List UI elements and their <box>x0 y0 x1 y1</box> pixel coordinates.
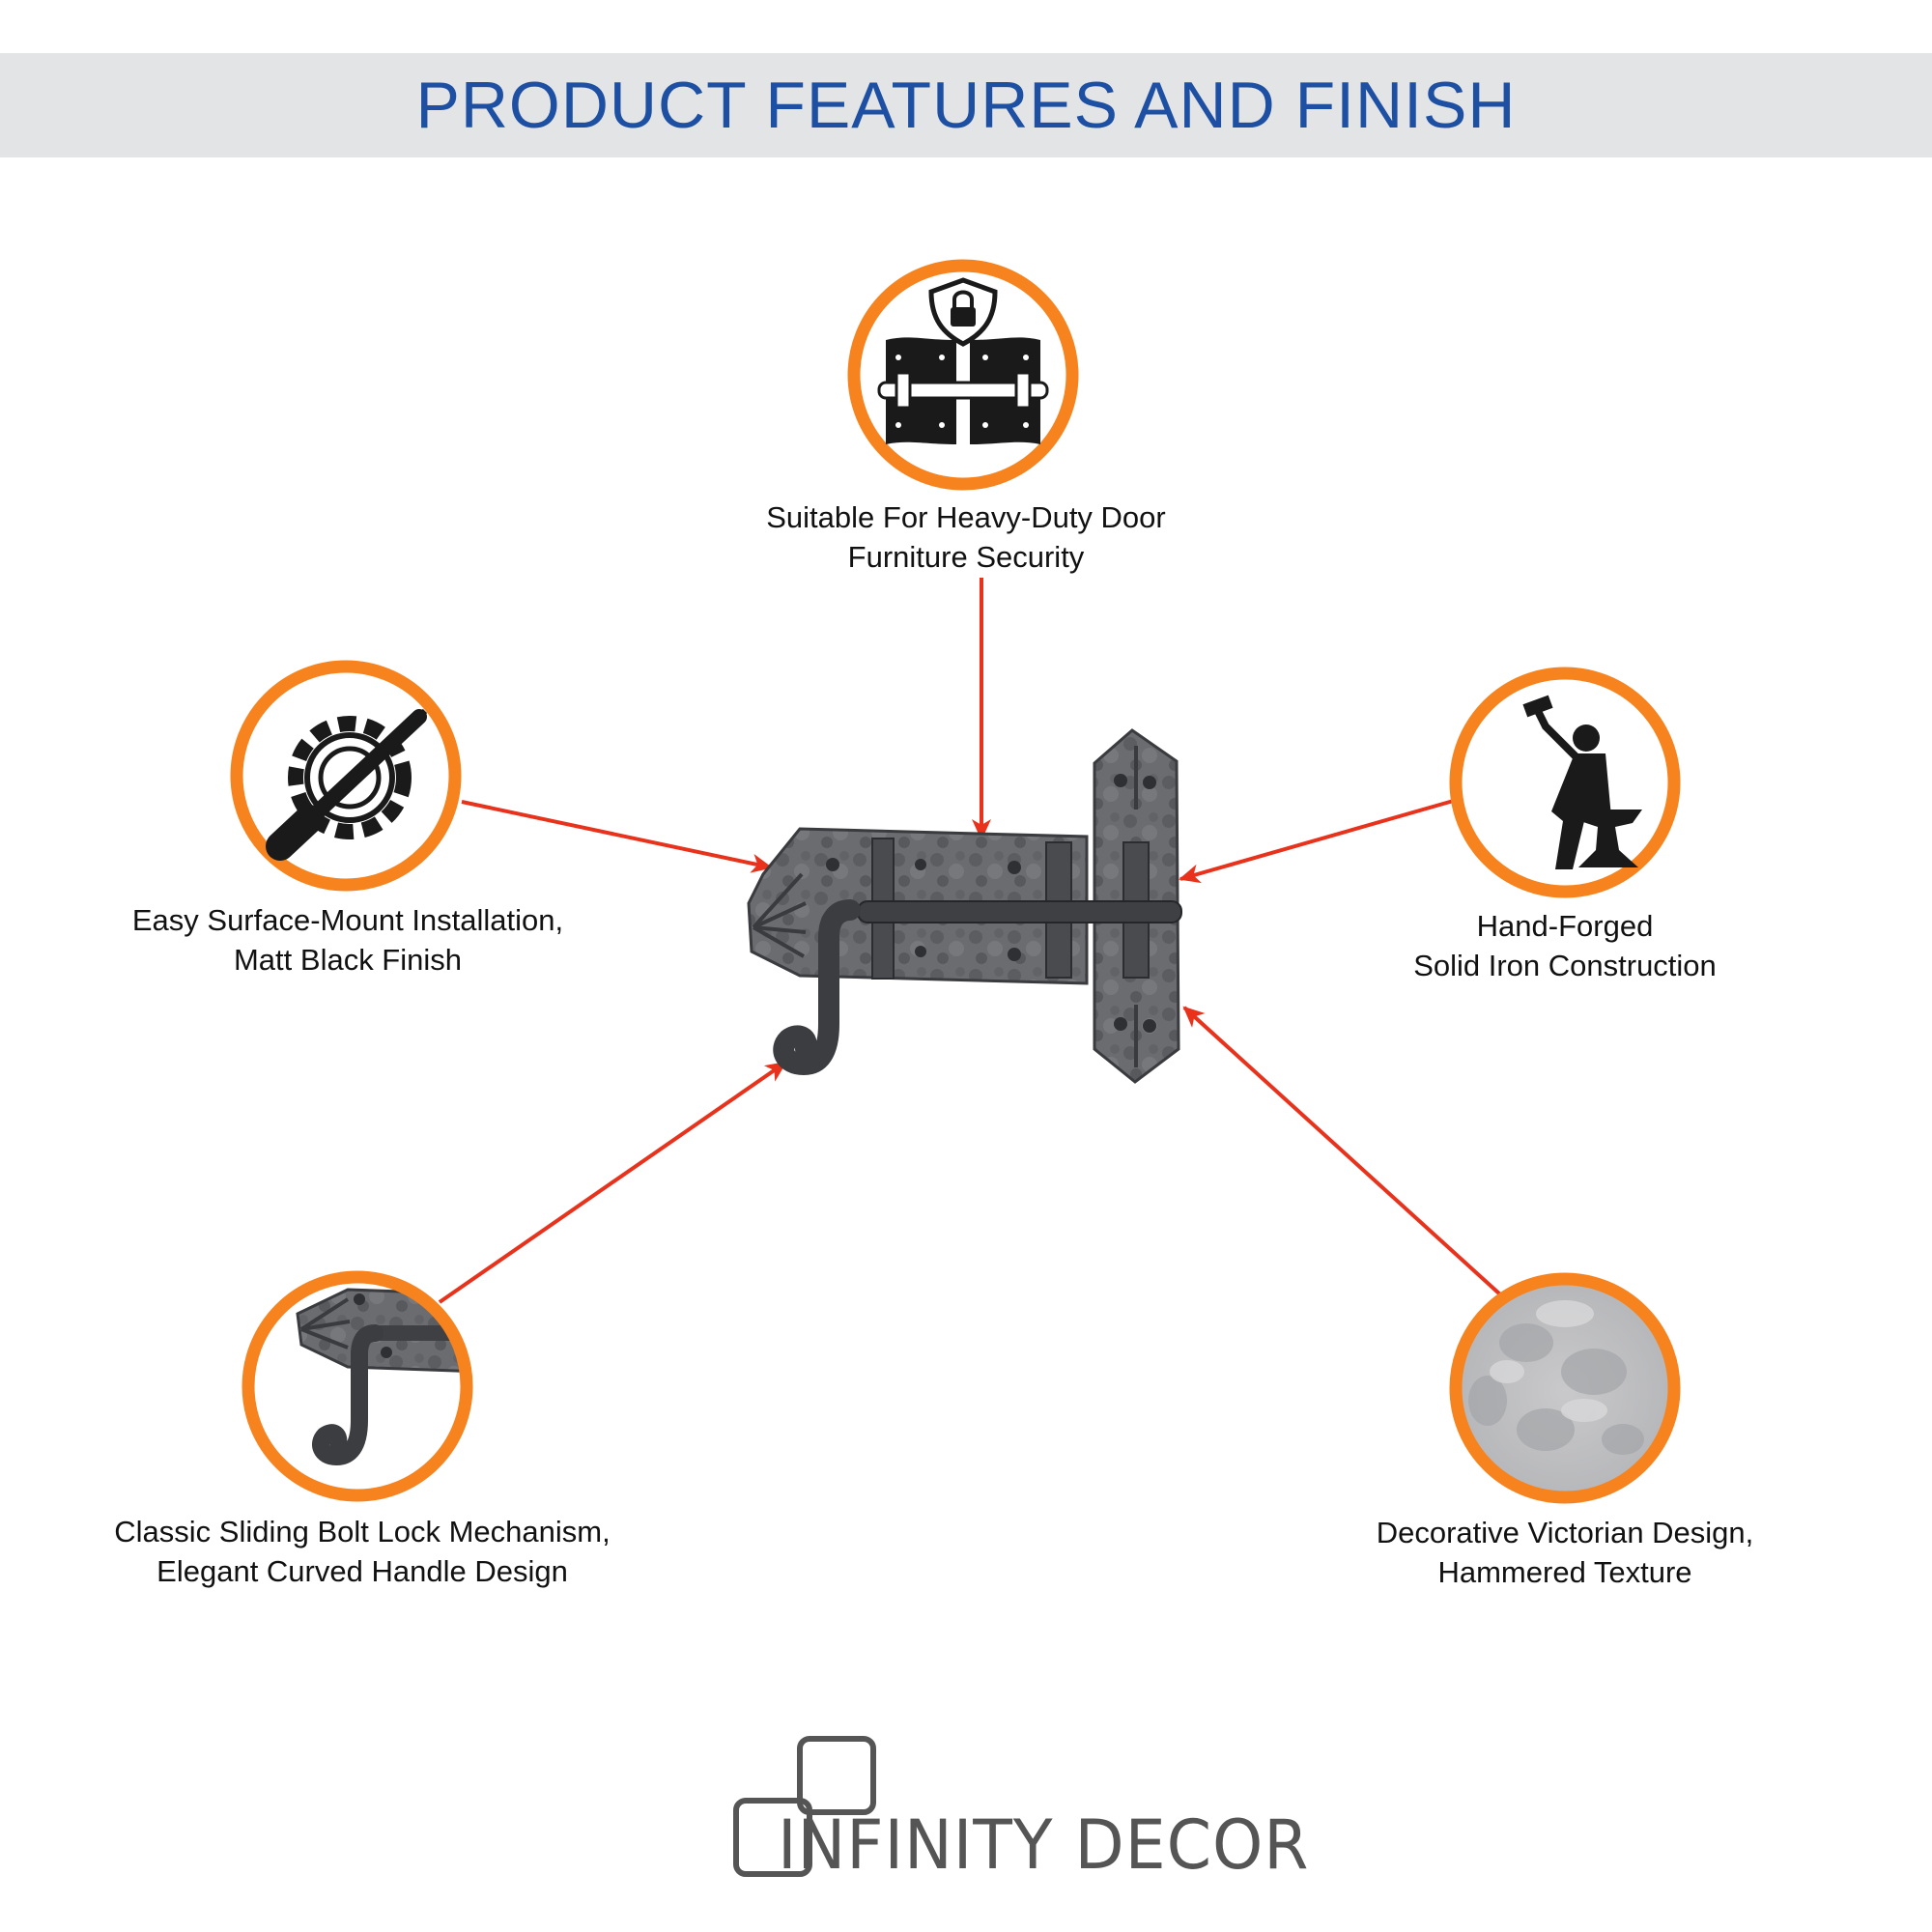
blacksmith-anvil-icon <box>1522 695 1642 869</box>
caption-forged: Hand-Forged Solid Iron Construction <box>1333 906 1797 985</box>
shield-lock-icon <box>877 277 1049 444</box>
caption-mechanism: Classic Sliding Bolt Lock Mechanism, Ele… <box>58 1512 667 1591</box>
brand-logo-mark <box>733 1736 876 1877</box>
feature-circle-texture <box>1449 1272 1681 1504</box>
product-bolt-latch <box>747 728 1182 1084</box>
caption-texture-line-2: Hammered Texture <box>1437 1555 1692 1589</box>
caption-security: Suitable For Heavy-Duty Door Furniture S… <box>676 497 1256 577</box>
arrow-mechanism <box>438 1061 787 1304</box>
brand-name: INFINITY DECOR <box>778 1805 1310 1885</box>
caption-forged-line-1: Hand-Forged <box>1476 909 1654 943</box>
arrow-install <box>461 800 773 873</box>
caption-install-line-1: Easy Surface-Mount Installation, <box>131 903 564 937</box>
caption-mechanism-line-2: Elegant Curved Handle Design <box>156 1554 568 1588</box>
caption-forged-line-2: Solid Iron Construction <box>1413 949 1717 982</box>
caption-texture-line-1: Decorative Victorian Design, <box>1376 1516 1754 1549</box>
caption-security-line-1: Suitable For Heavy-Duty Door <box>766 500 1166 534</box>
caption-install: Easy Surface-Mount Installation, Matt Bl… <box>77 900 618 980</box>
feature-circle-security <box>847 259 1079 491</box>
feature-circle-forged <box>1449 667 1681 898</box>
caption-mechanism-line-1: Classic Sliding Bolt Lock Mechanism, <box>114 1515 611 1548</box>
caption-texture: Decorative Victorian Design, Hammered Te… <box>1314 1513 1816 1592</box>
caption-install-line-2: Matt Black Finish <box>233 943 462 977</box>
feature-circle-install <box>230 660 462 892</box>
arrow-forged <box>1179 798 1458 884</box>
hammered-texture-icon <box>1461 1284 1669 1492</box>
page-title: PRODUCT FEATURES AND FINISH <box>415 69 1517 142</box>
feature-circle-mechanism <box>242 1270 473 1502</box>
caption-security-line-2: Furniture Security <box>847 540 1085 574</box>
header-banner: PRODUCT FEATURES AND FINISH <box>0 53 1932 157</box>
arrow-texture <box>1182 1006 1502 1296</box>
gear-screwdriver-icon <box>266 708 428 861</box>
